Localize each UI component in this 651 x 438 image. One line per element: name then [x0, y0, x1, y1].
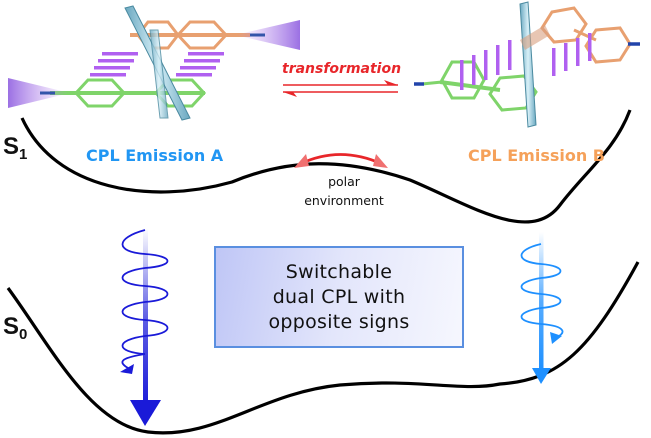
cpl-emission-a-arrow [120, 228, 169, 426]
cpl-emission-b-arrow [520, 232, 564, 384]
s1-energy-curve [20, 109, 632, 224]
transformation-double-arrow [283, 80, 398, 97]
molecule-conformer-b [414, 1, 640, 128]
summary-line-1: Switchable [285, 260, 393, 283]
polar-environment-label: polar environment [300, 172, 388, 210]
central-summary-box: Switchable dual CPL with opposite signs [214, 246, 464, 348]
transformation-label: transformation [282, 61, 402, 77]
summary-line-2: dual CPL with [272, 285, 406, 308]
polar-environment-arrow [294, 153, 388, 168]
summary-line-3: opposite signs [268, 310, 410, 333]
s0-energy-curve [6, 261, 640, 435]
s0-state-label: S0 [3, 313, 28, 343]
environment-line: environment [304, 193, 384, 208]
polar-line: polar [328, 174, 360, 189]
molecule-conformer-a [8, 5, 300, 121]
s1-state-label: S1 [3, 133, 28, 163]
cpl-emission-b-label: CPL Emission B [468, 146, 605, 165]
cpl-emission-a-label: CPL Emission A [86, 146, 224, 165]
